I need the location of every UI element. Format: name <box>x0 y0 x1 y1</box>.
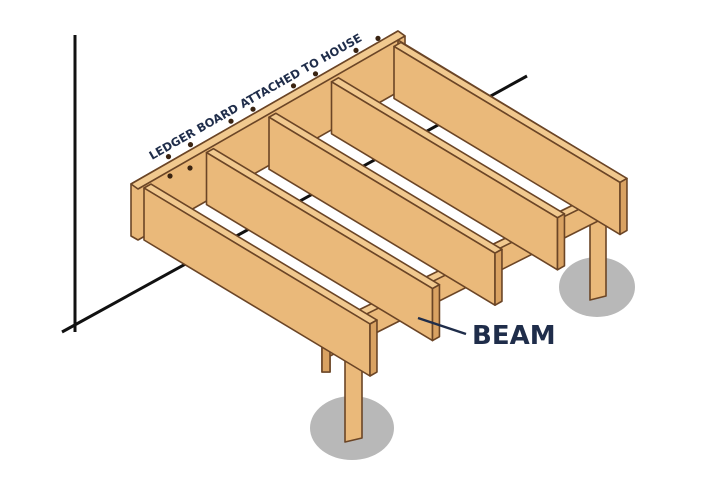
joist-end-5 <box>619 177 628 236</box>
beam-label: BEAM <box>472 321 556 351</box>
joist-end-1 <box>369 319 378 377</box>
bolt-hole <box>312 71 319 77</box>
bolt-hole <box>187 165 193 171</box>
joist-end-4 <box>556 213 566 271</box>
bolt-hole <box>228 118 234 124</box>
joist-end-3 <box>494 248 503 307</box>
bolt-hole <box>167 173 173 179</box>
joist-end-2 <box>431 283 441 342</box>
bolt-hole <box>187 142 194 148</box>
bolt-hole <box>375 35 381 42</box>
bolt-hole <box>290 83 297 89</box>
bolt-hole <box>250 106 256 112</box>
bolt-hole <box>353 47 359 54</box>
ledger-top <box>130 30 406 190</box>
bolt-hole <box>165 154 172 160</box>
beam-leader-line <box>417 316 467 336</box>
